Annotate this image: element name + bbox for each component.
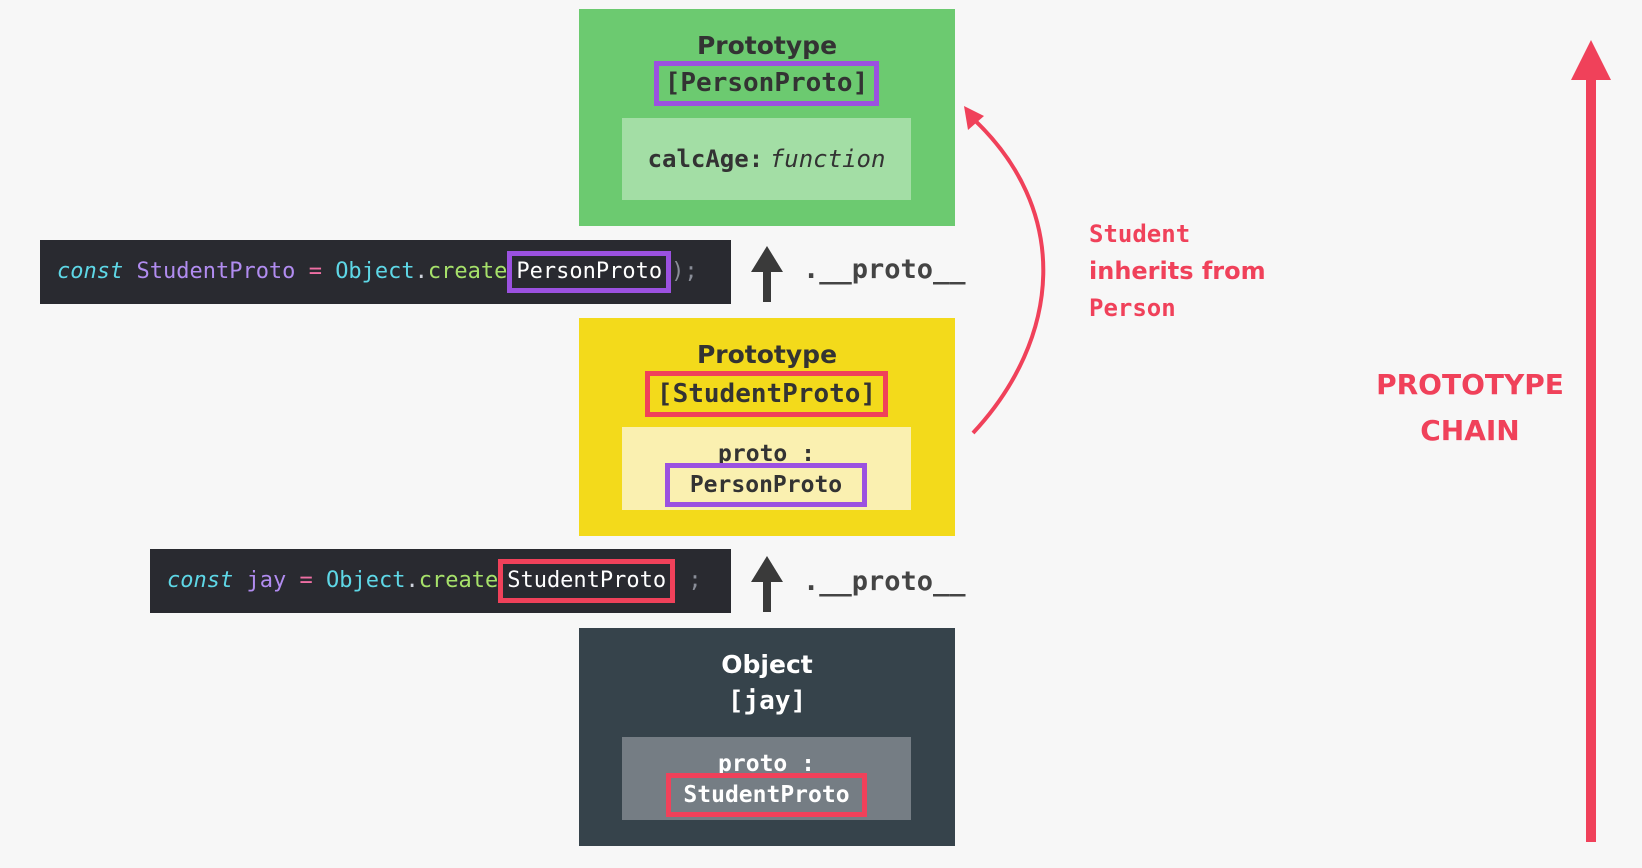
code-var-name: jay xyxy=(246,568,287,593)
jay-object-title: Object xyxy=(721,650,813,679)
person-prototype-title: Prototype xyxy=(696,31,838,60)
calcage-key: calcAge: xyxy=(647,145,764,173)
student-proto-link-panel: proto : PersonProto xyxy=(622,427,911,510)
jay-proto-link-panel: proto : StudentProto xyxy=(622,737,911,820)
code-operator: = xyxy=(299,568,313,593)
jay-object-box: Object [jay] proto : StudentProto xyxy=(579,628,955,846)
student-proto-name-highlight: [StudentProto] xyxy=(645,371,888,417)
proto-link-arrow-icon-1 xyxy=(751,246,783,302)
code-end: ); xyxy=(671,259,698,284)
inherits-curved-arrow-icon xyxy=(964,106,1046,435)
code-function: create xyxy=(427,259,508,284)
proto-link-label-1: .__proto__ xyxy=(803,254,966,285)
prototype-chain-arrow-icon xyxy=(1571,40,1611,842)
code-object: Object xyxy=(325,568,406,593)
code-end: ; xyxy=(688,568,702,593)
code-object: Object xyxy=(335,259,415,284)
code-arg-student-proto: StudentProto xyxy=(498,559,676,603)
person-proto-name-highlight: [PersonProto] xyxy=(654,61,879,106)
inherits-label: Student inherits from Person xyxy=(1089,216,1266,327)
inherits-label-line2: inherits from xyxy=(1089,257,1266,285)
person-proto-methods: calcAge: function xyxy=(622,118,911,200)
prototype-chain-line2: CHAIN xyxy=(1420,414,1520,447)
code-arg-person-proto: PersonProto xyxy=(507,251,672,293)
code-function: create xyxy=(418,568,499,593)
student-proto-link-label: proto : xyxy=(718,441,815,467)
jay-object-name: [jay] xyxy=(727,686,807,716)
prototype-chain-line1: PROTOTYPE xyxy=(1376,368,1564,401)
code-operator: = xyxy=(308,259,322,284)
student-prototype-title: Prototype xyxy=(696,340,838,369)
code-dot: . xyxy=(405,568,419,593)
code-keyword: const xyxy=(167,568,234,593)
prototype-chain-label: PROTOTYPE CHAIN xyxy=(1360,362,1580,454)
student-prototype-box: Prototype [StudentProto] proto : PersonP… xyxy=(579,318,955,536)
proto-link-arrow-icon-2 xyxy=(751,556,783,612)
inherits-label-line1: Student xyxy=(1089,220,1191,248)
code-var-name: StudentProto xyxy=(136,259,296,284)
inherits-label-line3: Person xyxy=(1089,294,1176,322)
calcage-value: function xyxy=(769,145,886,173)
jay-proto-link-value: StudentProto xyxy=(666,773,867,817)
student-proto-link-value: PersonProto xyxy=(665,463,867,507)
code-keyword: const xyxy=(57,259,124,284)
proto-link-label-2: .__proto__ xyxy=(803,566,966,597)
code-dot: . xyxy=(414,259,428,284)
person-prototype-box: Prototype [PersonProto] calcAge: functio… xyxy=(579,9,955,226)
jay-proto-link-label: proto : xyxy=(718,751,815,777)
